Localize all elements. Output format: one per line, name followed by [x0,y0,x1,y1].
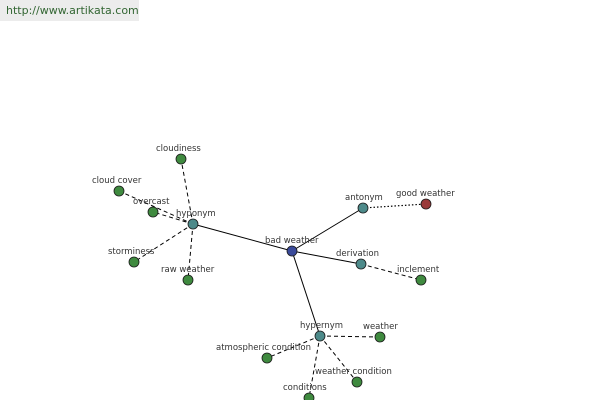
edge-bad-weather-to-derivation [291,250,362,265]
node-conditions[interactable] [303,392,315,400]
edge-bad-weather-to-antonym [291,207,364,252]
edge-bad-weather-to-hypernym [291,250,321,337]
node-weather[interactable] [374,331,386,343]
node-label-inclement[interactable]: inclement [397,265,440,275]
node-label-hyponym[interactable]: hyponym [176,209,216,219]
node-weather-condition[interactable] [351,376,363,388]
url-link[interactable]: http://www.artikata.com [6,4,139,17]
node-label-cloudiness[interactable]: cloudiness [156,144,201,154]
edge-antonym-to-good-weather [362,203,427,209]
node-cloudiness[interactable] [175,153,187,165]
edge-hyponym-to-raw-weather [187,223,194,281]
node-label-cloud-cover[interactable]: cloud cover [92,176,142,186]
node-label-storminess[interactable]: storminess [108,247,155,257]
node-label-weather-condition[interactable]: weather condition [315,367,392,377]
node-storminess[interactable] [128,256,140,268]
edge-derivation-to-inclement [360,263,422,281]
node-label-antonym[interactable]: antonym [345,193,383,203]
node-raw-weather[interactable] [182,274,194,286]
url-banner[interactable]: http://www.artikata.com [0,0,139,21]
node-label-overcast[interactable]: overcast [133,197,170,207]
node-label-conditions[interactable]: conditions [283,383,327,393]
node-atmospheric-condition[interactable] [261,352,273,364]
node-label-good-weather[interactable]: good weather [396,189,455,199]
nodes-layer [113,153,432,400]
node-overcast[interactable] [147,206,159,218]
edge-bad-weather-to-hyponym [192,223,293,252]
node-inclement[interactable] [415,274,427,286]
node-label-raw-weather[interactable]: raw weather [161,265,215,275]
node-derivation[interactable] [355,258,367,270]
edge-hypernym-to-atmospheric-condition [266,335,321,359]
node-cloud-cover[interactable] [113,185,125,197]
node-hyponym[interactable] [187,218,199,230]
edge-hypernym-to-weather [319,335,381,338]
node-label-hypernym[interactable]: hypernym [300,321,343,331]
edge-hyponym-to-storminess [133,223,194,263]
node-label-weather[interactable]: weather [363,322,398,332]
node-label-bad-weather[interactable]: bad weather [265,236,319,246]
labels-layer: bad weather hyponym antonym derivation hyper… [92,144,455,393]
node-antonym[interactable] [357,202,369,214]
node-good-weather[interactable] [420,198,432,210]
node-hypernym[interactable] [314,330,326,342]
node-label-derivation[interactable]: derivation [336,249,379,259]
edge-hypernym-to-conditions [308,335,321,399]
node-label-atmospheric-condition[interactable]: atmospheric condition [216,343,311,353]
edge-hypernym-to-weather-condition [319,335,358,383]
edge-hyponym-to-cloud-cover [118,190,194,225]
edges-layer [118,158,427,399]
node-bad-weather[interactable] [286,245,298,257]
